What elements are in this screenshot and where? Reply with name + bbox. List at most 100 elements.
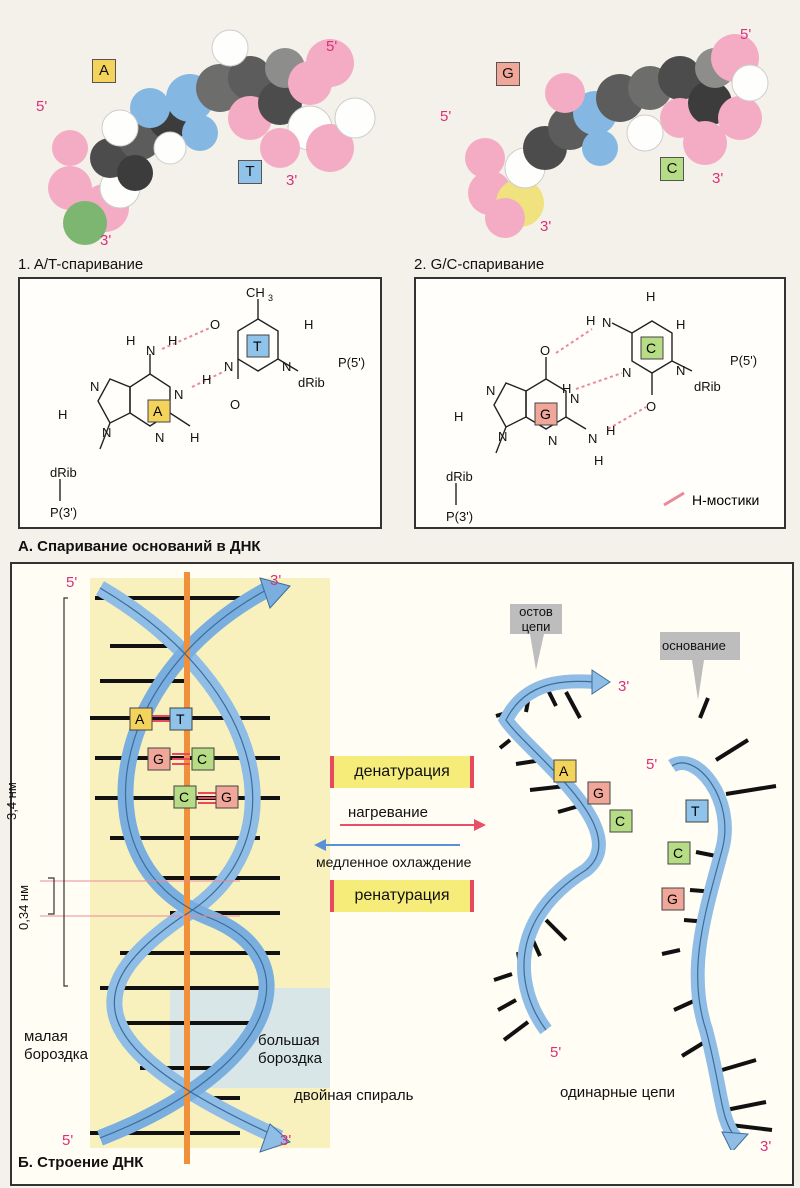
gc-structure: H N N O N H N N H H dRib P(3') H N H H N… — [446, 289, 759, 524]
minor-groove-line2: бороздка — [24, 1046, 88, 1063]
heating-label: нагревание — [348, 804, 428, 821]
helix-base-g: G — [153, 751, 164, 767]
at-p5: P(5') — [338, 355, 365, 370]
helix-base-c: C — [197, 751, 207, 767]
section-b-caption: Б. Строение ДНК — [18, 1154, 144, 1171]
ss-base-a: A — [559, 763, 569, 779]
helix-five-top: 5' — [66, 574, 78, 591]
helix-three-bottom: 3' — [280, 1132, 292, 1149]
gc-h-c6: H — [676, 317, 685, 332]
at-three-prime-right: 3' — [286, 172, 298, 189]
major-groove-line1: большая — [258, 1032, 320, 1049]
denaturation-box: денатурация — [330, 756, 474, 788]
base-label: основание — [662, 638, 726, 653]
at-base-t: T — [253, 338, 262, 354]
at-ch3-sub: 3 — [268, 293, 273, 303]
at-title: 1. A/T-спаривание — [18, 256, 144, 273]
major-groove-label: большая бороздка — [258, 1032, 322, 1068]
backbone-line1: остов — [519, 604, 553, 619]
gc-h-n1: H — [562, 381, 571, 396]
ss-base-g: G — [593, 785, 604, 801]
ss-five-bottom: 5' — [550, 1044, 562, 1061]
gc-h-c5: H — [646, 289, 655, 304]
major-groove-line2: бороздка — [258, 1050, 322, 1067]
base-label-t: T — [238, 160, 262, 184]
gc-h-amino1: H — [606, 423, 615, 438]
ss-base-g2: G — [667, 891, 678, 907]
at-h-bond-donor: H — [168, 333, 177, 348]
gc-five-prime-left: 5' — [440, 108, 452, 125]
distance-3-4nm: 3,4 нм — [4, 782, 19, 820]
minor-groove-label: малая бороздка — [24, 1028, 88, 1064]
helix-three-top: 3' — [270, 572, 282, 589]
gc-n7: N — [486, 383, 495, 398]
helix-five-bottom: 5' — [62, 1132, 74, 1149]
at-molecule-model — [48, 29, 376, 245]
at-drib-t: dRib — [298, 375, 325, 390]
at-h-imid: H — [58, 407, 67, 422]
ss-base-c2: C — [673, 845, 683, 861]
ss-three-top: 3' — [618, 678, 630, 695]
renaturation-box: ренатурация — [330, 880, 474, 912]
gc-n4: N — [602, 315, 611, 330]
gc-five-prime-top: 5' — [740, 26, 752, 43]
at-n-amino: N — [146, 343, 155, 358]
backbone-label: остов цепи — [510, 604, 562, 634]
gc-p3: P(3') — [446, 509, 473, 524]
single-strands: A G C T C G — [493, 604, 777, 1150]
base-label-a: A — [92, 59, 116, 83]
slow-cooling-label: медленное охлаждение — [316, 854, 472, 870]
at-five-prime-left: 5' — [36, 98, 48, 115]
gc-drib: dRib — [446, 469, 473, 484]
backbone-line2: цепи — [521, 619, 551, 634]
gc-title: 2. G/C-спаривание — [414, 256, 545, 273]
gc-n9: N — [498, 429, 507, 444]
hbond-legend: Н-мостики — [692, 492, 759, 508]
helix-base-a: A — [135, 711, 145, 727]
distance-0-34nm: 0,34 нм — [16, 884, 31, 930]
ss-three-bottom: 3' — [760, 1138, 772, 1155]
gc-n-amino: N — [588, 431, 597, 446]
gc-drib-c: dRib — [694, 379, 721, 394]
gc-three-prime-bottom: 3' — [540, 218, 552, 235]
helix-base-t: T — [176, 711, 185, 727]
gc-p5: P(5') — [730, 353, 757, 368]
gc-o6: O — [540, 343, 550, 358]
base-label-c: C — [660, 157, 684, 181]
ss-base-c: C — [615, 813, 625, 829]
at-n7: N — [90, 379, 99, 394]
helix-base-c2: C — [179, 789, 189, 805]
at-p3: P(3') — [50, 505, 77, 520]
single-strands-label: одинарные цепи — [560, 1084, 675, 1101]
at-h-c6: H — [304, 317, 313, 332]
gc-three-prime-right: 3' — [712, 170, 724, 187]
minor-groove-line1: малая — [24, 1028, 68, 1045]
at-o2: O — [230, 397, 240, 412]
at-h-c2: H — [190, 430, 199, 445]
helix-base-g2: G — [221, 789, 232, 805]
at-ch3: CH — [246, 285, 265, 300]
section-a-caption: А. Спаривание оснований в ДНК — [18, 538, 261, 555]
at-five-prime-top: 5' — [326, 38, 338, 55]
process-arrows — [314, 819, 486, 851]
at-n3-t: N — [224, 359, 233, 374]
gc-o2: O — [646, 399, 656, 414]
gc-molecule-model — [465, 34, 769, 238]
double-helix-label: двойная спираль — [294, 1087, 414, 1104]
at-n3: N — [155, 430, 164, 445]
at-o4: O — [210, 317, 220, 332]
at-n1-t: N — [282, 359, 291, 374]
at-three-prime-bottom: 3' — [100, 232, 112, 249]
at-h-n3: H — [202, 372, 211, 387]
at-drib: dRib — [50, 465, 77, 480]
gc-n3-c: N — [622, 365, 631, 380]
at-base-a: A — [153, 403, 163, 419]
gc-formula-panel: H N N O N H N N H H dRib P(3') H N H H N… — [414, 277, 786, 529]
gc-h-amino2: H — [594, 453, 603, 468]
at-formula-panel: H N H H N N N H N dRib P(3') O H N O N H… — [18, 277, 382, 529]
at-n9: N — [102, 425, 111, 440]
gc-h-c-amino1: H — [586, 313, 595, 328]
at-h-amino: H — [126, 333, 135, 348]
dna-double-helix: A T G C C G — [40, 572, 330, 1164]
ss-base-t: T — [691, 803, 700, 819]
